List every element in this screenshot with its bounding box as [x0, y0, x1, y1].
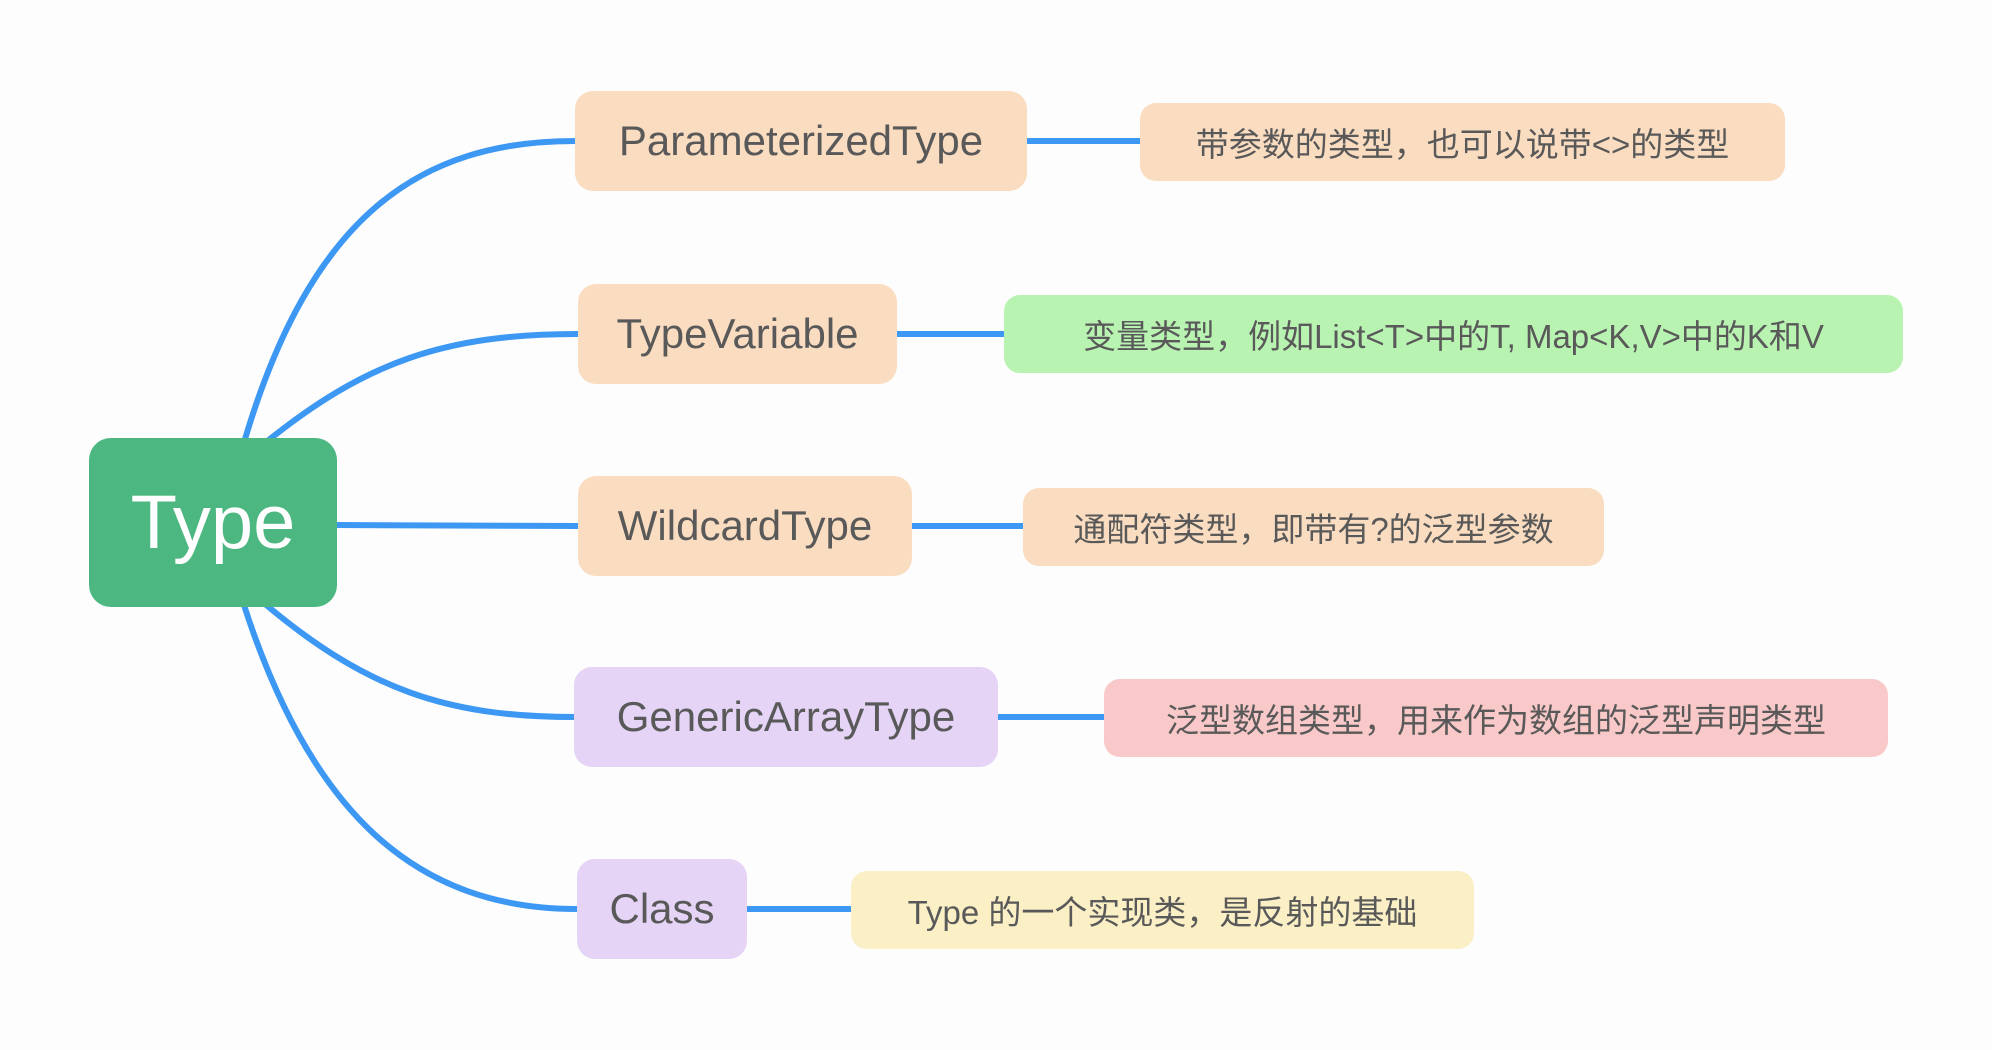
note-class[interactable]: Type 的一个实现类，是反射的基础 — [851, 871, 1474, 949]
note-parameterized-type[interactable]: 带参数的类型，也可以说带<>的类型 — [1140, 103, 1785, 181]
connector-root-genericarraytype — [262, 601, 577, 720]
root-node-type[interactable]: Type — [89, 438, 337, 607]
node-type-variable[interactable]: TypeVariable — [578, 284, 897, 384]
node-parameterized-type[interactable]: ParameterizedType — [575, 91, 1027, 191]
note-generic-array-type[interactable]: 泛型数组类型，用来作为数组的泛型声明类型 — [1104, 679, 1888, 757]
node-generic-array-type[interactable]: GenericArrayType — [574, 667, 998, 767]
node-wildcard-type[interactable]: WildcardType — [578, 476, 912, 576]
connector-root-parameterizedtype — [240, 138, 578, 449]
connector-root-wildcardtype — [332, 522, 581, 529]
connector-root-class — [240, 599, 580, 912]
node-class[interactable]: Class — [577, 859, 747, 959]
note-wildcard-type[interactable]: 通配符类型，即带有?的泛型参数 — [1023, 488, 1604, 566]
connector-root-typevariable — [262, 331, 581, 446]
note-type-variable[interactable]: 变量类型，例如List<T>中的T, Map<K,V>中的K和V — [1004, 295, 1903, 373]
